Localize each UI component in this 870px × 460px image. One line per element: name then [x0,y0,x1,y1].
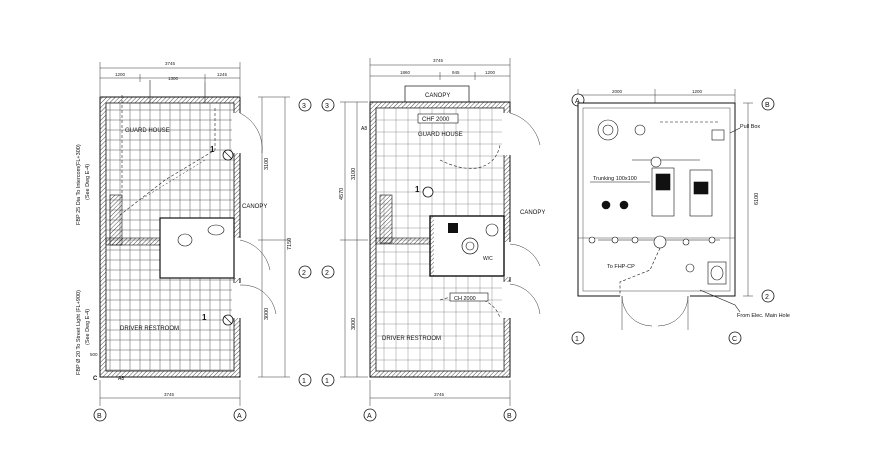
svg-text:2: 2 [302,270,306,277]
plan3-dim-right: 6100 [754,193,760,205]
svg-text:3: 3 [325,103,329,110]
plan3-right-dimensions [743,102,753,297]
plan2-dim-b: 945 [452,70,460,75]
svg-text:A: A [367,413,372,420]
svg-text:B: B [765,102,770,109]
plan2-dim-a: 1860 [400,70,411,75]
svg-text:2: 2 [765,294,769,301]
plan2-chf-tag-box [417,113,459,124]
plan2-grid-bubble-a: A [363,408,377,422]
plan1-grid-bubble-b: B [93,408,107,422]
plan3-electrical-layout [588,119,741,313]
plan1-top-dimensions [99,62,241,96]
plan3-dim-b: 1200 [692,89,703,94]
plan2-room-driver-restroom: DRIVER RESTROOM [382,336,441,342]
plan1-fbp-streetlight-note: FBP Ø 20 To Street Light (FL+900) [76,290,82,375]
plan1-dim-a: 1200 [115,72,126,77]
plan1-marker-c: C [93,376,98,382]
plan1-marker-a8: A8 [118,376,124,382]
plan1-right-dimensions [258,96,290,378]
plan1-room-guard-house: GUARD HOUSE [125,128,170,134]
plan2-dim-bottom: 3745 [434,392,445,397]
plan1-fbp-intercom-note: FBP 25 Dia To Intercom(FL+300) [76,144,82,225]
plan2-dim-left-a: 3100 [351,168,357,180]
svg-text:B: B [97,413,102,420]
plan3-grid-bubble-1: 1 [571,331,585,345]
plan1-walls [99,80,277,378]
plan1-dim-c: 1245 [217,72,228,77]
svg-text:1: 1 [575,336,579,343]
plan2-canopy-side-label: CANOPY [520,210,545,216]
plan3-grid-bubble-2: 2 [761,289,775,303]
plan1-grid-bubble-1: 1 [298,373,312,387]
plan1-light-2: 1 [202,313,234,326]
plan2-ch-tag-box [449,292,489,302]
svg-text:A: A [237,413,242,420]
plan-3: 2000 1200 A B [571,89,790,345]
svg-text:B: B [507,413,512,420]
plan1-dim-b: 1300 [168,76,179,81]
plan-1: 3745 1200 1300 1245 [76,61,312,422]
svg-text:1: 1 [415,185,420,194]
plan1-canopy-label: CANOPY [242,204,267,210]
plan3-trunking-label: Trunking 100x100 [593,176,637,182]
plan3-from-main-hole-label: From Elec. Main Hole [737,313,790,319]
plan2-left-dimensions [340,101,368,378]
plan3-pull-box-label: Pull Box [740,124,760,130]
plan3-grid-bubble-c: C [728,331,742,345]
plan-2: 3745 1860 945 1200 CANOPY [321,58,545,422]
svg-text:1: 1 [325,378,329,385]
svg-text:2: 2 [325,270,329,277]
plan1-grid-bubble-2: 2 [298,265,312,279]
plan2-room-guard-house: GUARD HOUSE [418,132,463,138]
plan2-walls [369,101,541,378]
plan2-dim-total: 3745 [433,58,444,63]
plan2-dim-c: 1200 [485,70,496,75]
plan3-to-fhp-label: To FHP-CP [607,264,635,270]
plan1-room-driver-restroom: DRIVER RESTROOM [120,326,179,332]
plan1-fbp-streetlight-ref: (See Dwg E-4) [85,309,91,345]
plan1-dim-right-a: 3100 [264,158,270,170]
plan2-light-1: 1 [415,185,434,198]
plan2-marker-a8: A8 [361,126,367,132]
plan1-dim-total: 3745 [165,61,176,66]
svg-text:3: 3 [302,103,306,110]
plan1-dim-right-b: 3000 [264,308,270,320]
plan2-top-dimensions [369,58,511,102]
plan1-dim-total-side: 7150 [287,238,293,250]
svg-text:1: 1 [302,378,306,385]
svg-text:1: 1 [202,313,207,322]
plan1-grid-bubble-a: A [233,408,247,422]
plan1-light-1: 1 [210,145,234,161]
plan2-ch-tag: CH 2000 [454,296,476,302]
plan1-grid-bubble-3: 3 [298,98,312,112]
plan2-canopy-top-label: CANOPY [425,93,450,99]
plan1-dim-left-small: 500 [90,352,98,357]
plan1-dim-bottom: 3745 [164,392,175,397]
plan2-grid-bubble-1: 1 [321,373,335,387]
plan3-dim-a: 2000 [612,89,623,94]
plan1-fbp-intercom-ref: (See Dwg E-4) [85,164,91,200]
plan3-grid-bubble-b: B [761,97,775,111]
plan2-wc-label: W/C [483,256,493,262]
plan2-grid-bubble-b: B [503,408,517,422]
plan2-grid-bubble-2: 2 [321,265,335,279]
plan3-top-dimensions [577,89,736,103]
plan2-dim-left-total: 4570 [339,188,345,200]
plan2-dim-left-b: 3000 [351,318,357,330]
plan2-grid-bubble-3: 3 [321,98,335,112]
svg-text:1: 1 [210,145,215,154]
svg-text:A: A [575,98,580,105]
svg-text:C: C [732,336,737,343]
plan2-chf-tag: CHF 2000 [422,117,450,123]
